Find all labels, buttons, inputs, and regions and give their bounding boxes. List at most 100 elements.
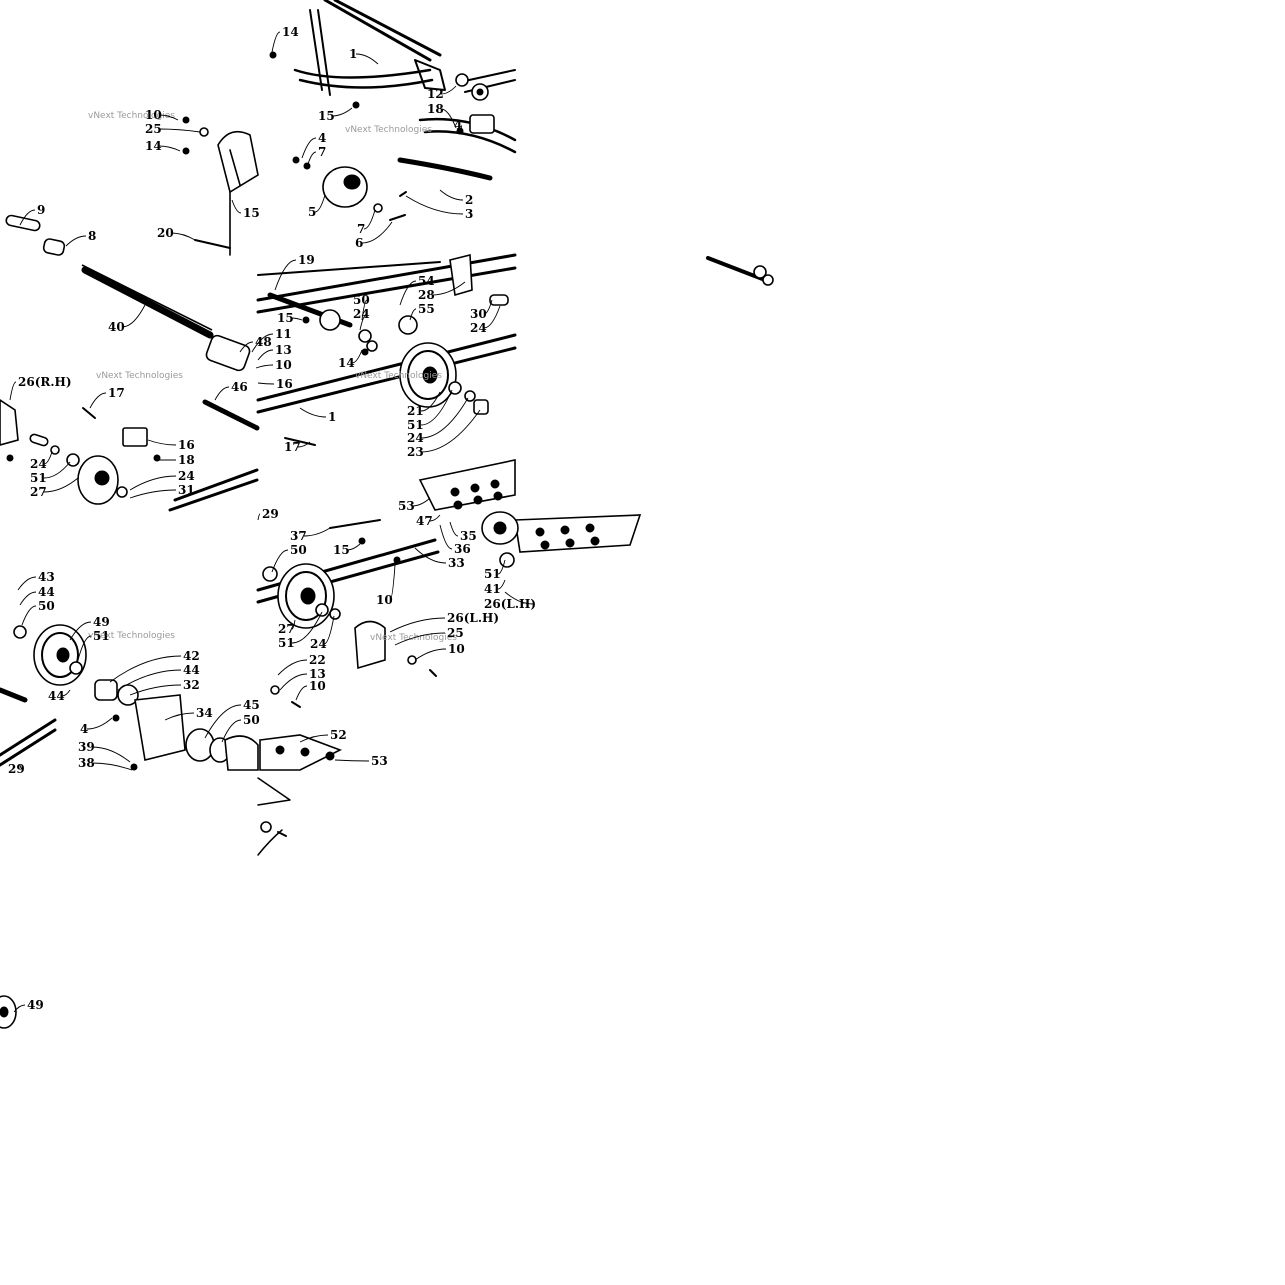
callout-label: 53	[371, 754, 388, 768]
callout-leader	[420, 389, 453, 426]
callout-leader	[440, 108, 457, 129]
callout-leader	[291, 619, 296, 630]
callout-label: 40	[108, 320, 125, 334]
callout-leader	[414, 547, 447, 564]
callout-label: 55	[418, 302, 435, 316]
callout-leader	[109, 655, 182, 683]
callout-leader	[411, 497, 431, 507]
tile-track	[418, 459, 642, 568]
callout-label: 4	[80, 722, 88, 736]
callout-label: 4	[454, 118, 462, 132]
callout-label: 7	[318, 145, 326, 159]
callout-leader	[17, 576, 37, 591]
callout-label: 38	[78, 756, 95, 770]
callout-leader	[158, 128, 201, 133]
callout-label: 11	[275, 327, 292, 341]
callout-leader	[399, 280, 417, 306]
callout-leader	[483, 305, 501, 329]
watermark-text: vNext Technologies	[88, 631, 175, 641]
watermark-text: vNext Technologies	[345, 125, 432, 135]
callout-leader	[420, 397, 469, 439]
callout-leader	[129, 475, 177, 491]
callout-label: 37	[290, 529, 307, 543]
callout-leader	[61, 689, 71, 697]
callout-label: 10	[448, 642, 465, 656]
callout-label: 54	[418, 274, 435, 288]
callout-leader	[346, 543, 361, 551]
callout-leader	[331, 107, 353, 117]
callout-leader	[117, 669, 182, 691]
callout-label: 26(R.H)	[18, 375, 72, 389]
callout-label: 35	[460, 529, 477, 543]
callout-label: 15	[243, 206, 260, 220]
callout-label: 24	[353, 307, 370, 321]
watermark-text: vNext Technologies	[88, 111, 175, 121]
callout-label: 47	[416, 514, 433, 528]
callout-leader	[251, 333, 274, 353]
callout-leader	[277, 659, 308, 676]
callout-label: 34	[196, 706, 213, 720]
callout-leader	[204, 704, 242, 739]
watermark-text: vNext Technologies	[355, 371, 442, 381]
callout-leader	[170, 232, 196, 241]
callout-label: 16	[276, 377, 293, 391]
callout-leader	[121, 304, 146, 328]
callout-label: 15	[318, 109, 335, 123]
callout-label: 5	[308, 205, 316, 219]
callout-label: 53	[398, 499, 415, 513]
tile-front-ski	[269, 0, 517, 221]
callout-leader	[420, 409, 481, 453]
callout-label: 27	[278, 622, 295, 636]
tile-shaft: vNext Technologies vNext Technologies vN…	[0, 111, 432, 512]
callout-label: 16	[178, 438, 195, 452]
callout-label: 10	[309, 679, 326, 693]
callout-leader	[147, 439, 177, 446]
tile-lower-fragments	[0, 734, 342, 1029]
callout-leader	[307, 151, 317, 165]
watermark-text: vNext Technologies	[96, 371, 183, 381]
callout-label: 13	[309, 667, 326, 681]
callout-label: 50	[290, 543, 307, 557]
callout-leader	[69, 621, 92, 641]
callout-leader	[431, 281, 466, 296]
callout-label: 10	[275, 358, 292, 372]
callout-leader	[9, 381, 17, 401]
callout-leader	[158, 114, 179, 121]
callout-label: 18	[178, 453, 195, 467]
callout-leader	[77, 635, 92, 661]
callout-leader	[439, 524, 453, 550]
callout-leader	[129, 684, 182, 696]
tile-rail-wheel: vNext Technologies	[256, 253, 517, 446]
callout-label: 29	[8, 762, 25, 776]
callout-label: 1	[349, 47, 357, 61]
callout-label: 44	[38, 585, 55, 599]
callout-label: 33	[448, 556, 465, 570]
callout-label: 51	[93, 629, 110, 643]
callout-label: 23	[407, 445, 424, 459]
callout-leader	[429, 514, 441, 522]
callout-label: 4	[318, 131, 326, 145]
callout-leader	[91, 762, 133, 771]
callout-leader	[314, 194, 326, 213]
callout-label: 49	[27, 998, 44, 1012]
callout-label: 10	[376, 593, 393, 607]
callout-label: 15	[277, 311, 294, 325]
callout-label: 51	[30, 471, 47, 485]
callout-leader	[483, 299, 493, 315]
callout-label: 27	[30, 485, 47, 499]
callout-leader	[129, 489, 177, 499]
callout-leader	[297, 441, 311, 448]
callout-label: 52	[330, 728, 347, 742]
callout-label: 32	[183, 678, 200, 692]
callout-label: 31	[178, 483, 195, 497]
tile-right-fragment	[706, 256, 774, 286]
callout-leader	[43, 451, 53, 465]
callout-label: 28	[418, 288, 435, 302]
callout-label: 18	[427, 102, 444, 116]
callout-leader	[295, 685, 308, 701]
callout-label: 22	[309, 653, 326, 667]
callout-leader	[257, 349, 274, 361]
callout-leader	[43, 477, 79, 493]
callout-leader	[301, 137, 317, 159]
callout-leader	[65, 235, 87, 247]
